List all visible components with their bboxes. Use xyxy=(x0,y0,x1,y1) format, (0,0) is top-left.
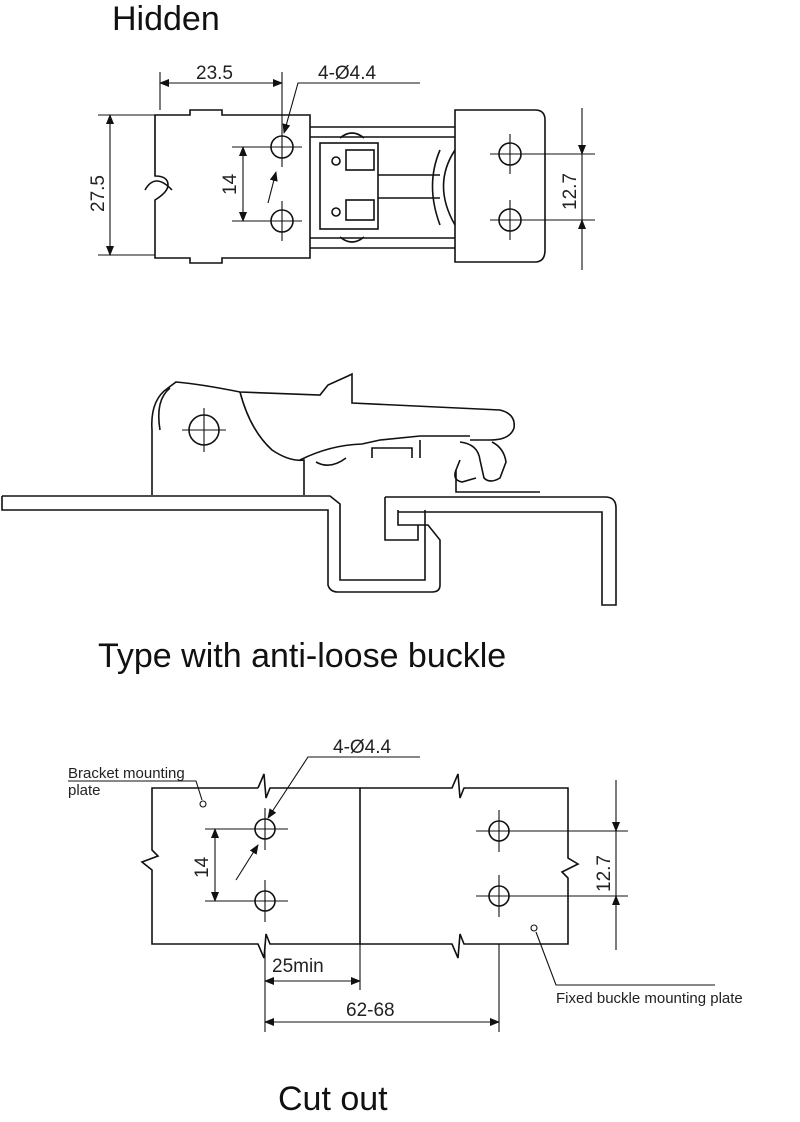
latch-body xyxy=(151,372,540,495)
cut-dim-min: 25min xyxy=(264,944,361,1032)
cut-dim-pitch: 12.7 xyxy=(594,780,620,950)
hidden-dim-pitch: 12.7 xyxy=(560,108,586,270)
cut-hole-right-top xyxy=(476,810,628,852)
hidden-hole-left-bottom xyxy=(262,201,302,241)
anti-loose-title: Type with anti-loose buckle xyxy=(98,637,506,675)
cut-out-title: Cut out xyxy=(278,1080,388,1118)
bracket-label-line1: Bracket mounting xyxy=(68,765,185,782)
cut-dim-holes: 4-Ø4.4 xyxy=(267,737,420,819)
hidden-dim-height: 27.5 xyxy=(88,114,155,256)
fixed-plate-callout: Fixed buckle mounting plate xyxy=(530,924,743,1007)
fixed-buckle-mounting-plate xyxy=(360,773,580,959)
hidden-dim-width: 23.5 xyxy=(159,63,283,127)
anti-loose-view: Type with anti-loose buckle xyxy=(1,372,617,675)
hidden-dim-spacing: 14 xyxy=(220,146,278,222)
cut-dim-min-text: 25min xyxy=(272,956,324,977)
hidden-hole-right-top xyxy=(490,134,595,174)
fixed-plate-label: Fixed buckle mounting plate xyxy=(556,990,743,1007)
cut-hole-right-bottom xyxy=(476,875,628,917)
cut-dim-holes-text: 4-Ø4.4 xyxy=(333,737,392,758)
hidden-dim-pitch-text: 12.7 xyxy=(560,173,581,210)
cut-dim-range-text: 62-68 xyxy=(346,1000,395,1021)
cut-dim-spacing-text: 14 xyxy=(192,856,213,878)
hidden-dim-holes: 4-Ø4.4 xyxy=(282,63,420,134)
hidden-view: Hidden xyxy=(88,0,595,270)
hidden-latch-mechanism xyxy=(310,126,456,249)
hidden-title: Hidden xyxy=(112,0,220,38)
panel-profile xyxy=(1,495,617,606)
hidden-dim-holes-text: 4-Ø4.4 xyxy=(318,63,377,84)
hidden-hole-left-top xyxy=(262,127,302,167)
hidden-dim-width-text: 23.5 xyxy=(196,63,233,84)
hidden-dim-height-text: 27.5 xyxy=(88,175,109,212)
cut-dim-spacing: 14 xyxy=(192,828,259,902)
bracket-label-line2: plate xyxy=(68,782,101,799)
hidden-dim-spacing-text: 14 xyxy=(220,173,241,195)
cut-dim-pitch-text: 12.7 xyxy=(594,855,615,892)
hidden-buckle-plate xyxy=(454,109,546,263)
cut-out-view: 4-Ø4.4 14 12.7 25min 62-68 xyxy=(68,737,743,1118)
pivot-hole xyxy=(182,408,226,452)
hidden-bracket-plate xyxy=(144,109,311,264)
bracket-plate-callout: Bracket mounting plate xyxy=(68,765,207,808)
hidden-hole-right-bottom xyxy=(490,200,595,240)
bracket-mounting-plate xyxy=(140,773,361,959)
cut-dim-range: 62-68 xyxy=(264,944,500,1032)
